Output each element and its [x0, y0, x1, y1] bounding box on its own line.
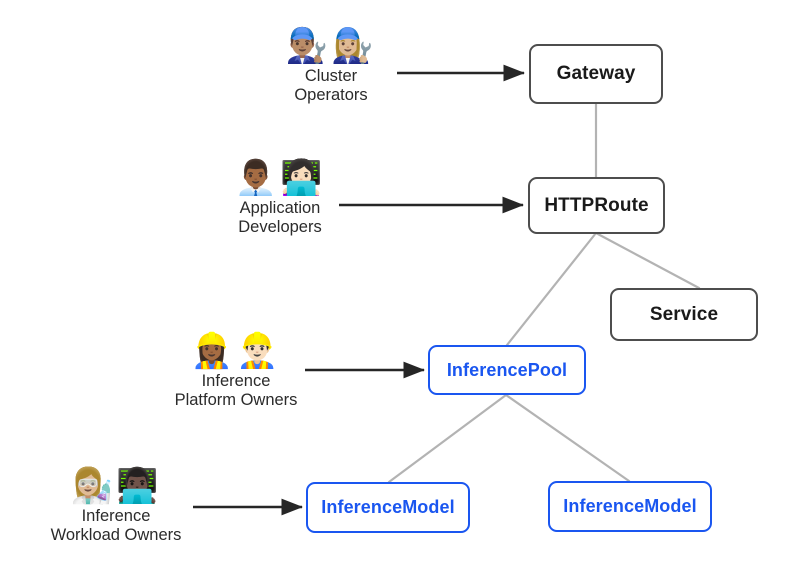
persona-label-line2: Operators	[294, 86, 368, 105]
node-gateway[interactable]: Gateway	[529, 44, 663, 104]
application-developers-avatar-icons: 👨🏾‍💼👩🏻‍💻	[234, 159, 326, 197]
persona-inference-workload-owners: 👩🏼‍🔬👨🏿‍💻 Inference Workload Owners	[40, 468, 192, 546]
node-inferencepool[interactable]: InferencePool	[428, 345, 586, 395]
persona-label-application-developers: Application Developers	[238, 199, 321, 238]
inference-platform-owners-avatar-icons: 👷🏾‍♀️👷🏻‍♂️	[190, 332, 282, 370]
inference-workload-owners-avatar-icons: 👩🏼‍🔬👨🏿‍💻	[70, 467, 162, 505]
persona-application-developers: 👨🏾‍💼👩🏻‍💻 Application Developers	[205, 160, 355, 238]
node-service[interactable]: Service	[610, 288, 758, 341]
node-inferencemodel-right[interactable]: InferenceModel	[548, 481, 712, 532]
persona-label-line1: Inference	[201, 371, 271, 390]
persona-label-line1: Cluster	[304, 66, 358, 85]
persona-label-line2: Workload Owners	[50, 526, 182, 545]
persona-cluster-operators: 👨🏽‍🔧👩🏼‍🔧 Cluster Operators	[272, 28, 390, 106]
link-inferencepool-inferencemodel-left	[387, 393, 508, 484]
persona-label-line1: Application	[239, 198, 321, 217]
persona-label-line2: Platform Owners	[174, 391, 298, 410]
persona-label-cluster-operators: Cluster Operators	[294, 67, 367, 106]
persona-label-inference-workload-owners: Inference Workload Owners	[51, 507, 182, 546]
cluster-operators-avatar-icons: 👨🏽‍🔧👩🏼‍🔧	[285, 27, 377, 65]
node-httproute[interactable]: HTTPRoute	[528, 177, 665, 234]
link-inferencepool-inferencemodel-right	[504, 393, 631, 483]
link-httproute-inferencepool	[505, 231, 598, 347]
link-httproute-service	[594, 231, 701, 290]
persona-inference-platform-owners: 👷🏾‍♀️👷🏻‍♂️ Inference Platform Owners	[160, 333, 312, 411]
persona-label-inference-platform-owners: Inference Platform Owners	[175, 372, 298, 411]
persona-label-line1: Inference	[81, 506, 151, 525]
persona-label-line2: Developers	[238, 218, 322, 237]
node-inferencemodel-left[interactable]: InferenceModel	[306, 482, 470, 533]
